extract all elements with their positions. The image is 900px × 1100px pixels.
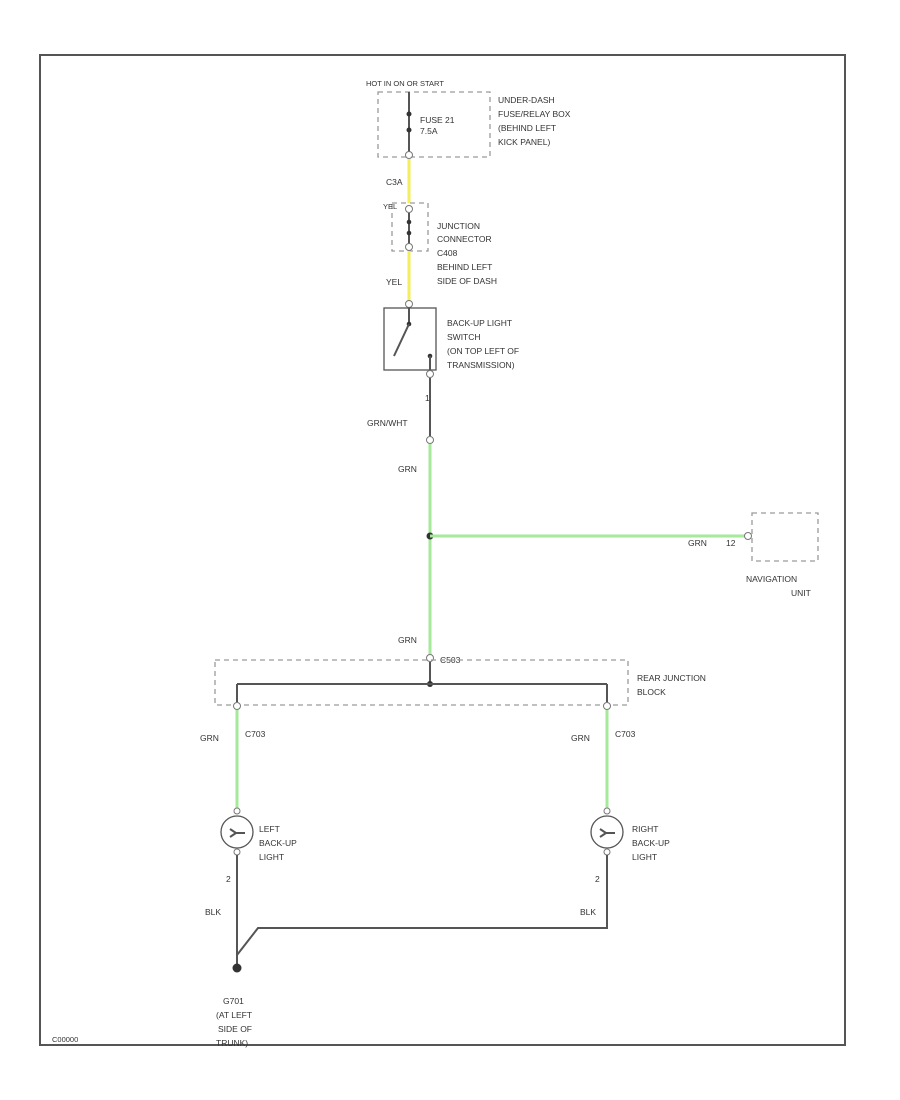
switch-input-pin (405, 300, 413, 308)
left-ground-wire-label: BLK (205, 907, 221, 917)
diagram-frame (39, 54, 846, 1046)
junction-bottom-wire-label: YEL (386, 277, 402, 287)
junction-name-3: C408 (437, 248, 458, 258)
fuse-name: FUSE 21 (420, 115, 455, 125)
fuse-output-pin-label: C3A (386, 177, 403, 187)
switch-name-3: (ON TOP LEFT OF (447, 346, 519, 356)
fuse-bottom-terminal (406, 127, 412, 133)
rear-block-name-1: REAR JUNCTION (637, 673, 706, 683)
fuse-box-location-2: FUSE/RELAY BOX (498, 109, 571, 119)
right-light-name-3: LIGHT (632, 852, 657, 862)
main-wire-label-upper: GRN (398, 464, 417, 474)
navigation-unit-outline (751, 512, 819, 562)
rear-block-name-2: BLOCK (637, 687, 666, 697)
junction-top-wire-label: YEL (383, 202, 397, 211)
left-light-filament (229, 828, 245, 838)
junction-output-pin (405, 243, 413, 251)
rear-junction-block-outline (214, 659, 629, 706)
junction-input-pin (405, 205, 413, 213)
junction-bottom-node (406, 230, 412, 236)
right-light-input-pin (603, 807, 611, 815)
navigation-wire-label: GRN (688, 538, 707, 548)
inline-connector-pin (426, 436, 434, 444)
fuse-rating: 7.5A (420, 126, 438, 136)
fuse-box-output-pin (405, 151, 413, 159)
fuse-box-header: HOT IN ON OR START (366, 79, 444, 88)
junction-name-1: JUNCTION (437, 221, 480, 231)
fuse-top-terminal (406, 111, 412, 117)
junction-top-node (406, 219, 412, 225)
figure-id: C00000 (52, 1035, 78, 1044)
ground-name-4: TRUNK) (216, 1038, 248, 1048)
junction-name-4: BEHIND LEFT (437, 262, 492, 272)
ground-wire (236, 855, 608, 968)
left-light-name-1: LEFT (259, 824, 280, 834)
switch-blade (393, 323, 410, 357)
right-ground-wire-label: BLK (580, 907, 596, 917)
fuse-box-location-4: KICK PANEL) (498, 137, 550, 147)
switch-output-pin (426, 370, 434, 378)
navigation-name-2: UNIT (791, 588, 811, 598)
ground-point (232, 963, 242, 973)
left-pin-label: C703 (245, 729, 266, 739)
right-pin-label: C703 (615, 729, 636, 739)
left-light-bulb-icon (220, 815, 254, 849)
navigation-pin (744, 532, 752, 540)
right-light-output-pin (603, 848, 611, 856)
navigation-pin-number: 12 (726, 538, 736, 548)
left-light-input-pin (233, 807, 241, 815)
right-light-filament (599, 828, 615, 838)
switch-pin-number: 1 (425, 393, 430, 403)
left-wire-label: GRN (200, 733, 219, 743)
switch-output-wire-label: GRN/WHT (367, 418, 408, 428)
main-wire-label-lower: GRN (398, 635, 417, 645)
switch-name-1: BACK-UP LIGHT (447, 318, 512, 328)
ground-name-2: (AT LEFT (216, 1010, 252, 1020)
junction-name-5: SIDE OF DASH (437, 276, 497, 286)
left-light-pin-number: 2 (226, 874, 231, 884)
ground-name-3: SIDE OF (218, 1024, 252, 1034)
left-light-name-2: BACK-UP (259, 838, 297, 848)
navigation-name-1: NAVIGATION (746, 574, 797, 584)
rear-block-left-pin (233, 702, 241, 710)
right-light-bulb-icon (590, 815, 624, 849)
fuse-box-location-3: (BEHIND LEFT (498, 123, 556, 133)
ground-name-1: G701 (223, 996, 244, 1006)
fuse-box-location-1: UNDER-DASH (498, 95, 555, 105)
left-light-output-pin (233, 848, 241, 856)
right-light-name-2: BACK-UP (632, 838, 670, 848)
left-light-name-3: LIGHT (259, 852, 284, 862)
switch-name-2: SWITCH (447, 332, 481, 342)
switch-name-4: TRANSMISSION) (447, 360, 515, 370)
fuse-box-outline (377, 91, 491, 158)
right-light-pin-number: 2 (595, 874, 600, 884)
right-light-name-1: RIGHT (632, 824, 658, 834)
right-wire-label: GRN (571, 733, 590, 743)
junction-name-2: CONNECTOR (437, 234, 492, 244)
rear-block-right-pin (603, 702, 611, 710)
